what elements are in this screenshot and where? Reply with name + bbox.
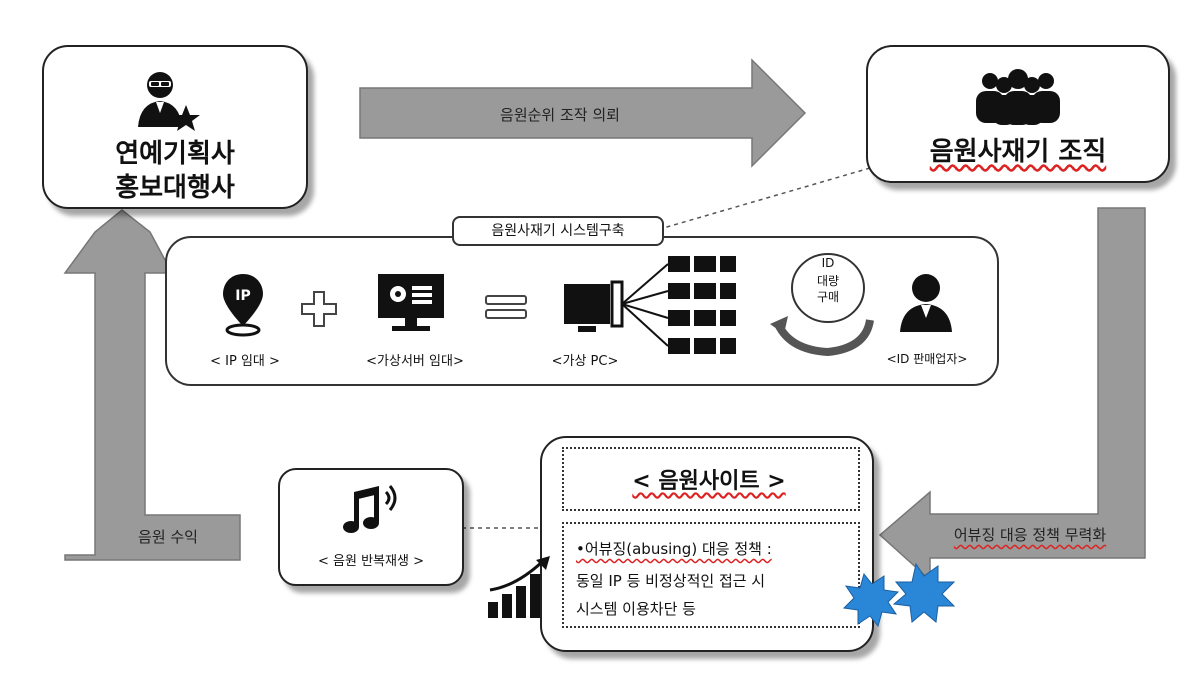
arrow-top-label: 음원순위 조작 의뢰	[500, 106, 620, 124]
server-label: <가상서버 임대>	[366, 354, 464, 369]
virtual-pc-network-icon	[564, 256, 736, 354]
policy-line1-text: •어뷰징(abusing) 대응 정책 :	[576, 540, 772, 558]
site-policy-line2: 동일 IP 등 비정상적인 접근 시	[576, 570, 858, 591]
agency-box: 연예기획사 홍보대행사	[42, 45, 308, 209]
policy-line2-text: 동일 IP 등 비정상적인 접근 시	[576, 572, 766, 590]
site-title: < 음원사이트 >	[562, 463, 856, 495]
group-icon	[976, 69, 1060, 125]
connector-org-system	[659, 167, 871, 230]
id-cycle-line2: 대량	[816, 274, 840, 288]
arrow-request	[359, 58, 807, 168]
rising-bar-chart-icon	[488, 556, 550, 618]
id-cycle-line1: ID	[821, 256, 835, 270]
equals-icon	[485, 295, 527, 319]
id-cycle-icon	[770, 253, 874, 357]
site-policy-line3: 시스템 이용차단 등	[576, 598, 858, 619]
location-pin-icon: IP	[223, 274, 263, 337]
pc-label: <가상 PC>	[551, 354, 619, 369]
arrow-right-label: 어뷰징 대응 정책 무력화	[925, 524, 1135, 545]
agency-line2: 홍보대행사	[115, 173, 235, 203]
seller-person-icon	[900, 274, 952, 332]
seller-label: <ID 판매업자>	[886, 352, 968, 366]
site-title-frame	[562, 447, 860, 511]
playback-label: < 음원 반복재생 >	[318, 554, 424, 569]
site-title-text: < 음원사이트 >	[632, 469, 786, 494]
blue-burst-icon	[842, 562, 956, 628]
server-monitor-icon	[378, 274, 444, 331]
policy-line3-text: 시스템 이용차단 등	[576, 600, 696, 618]
arrow-revenue	[63, 209, 241, 561]
organization-label: 음원사재기 조직	[868, 131, 1168, 168]
plus-icon	[301, 291, 337, 327]
arrow-left-label: 음원 수익	[138, 528, 198, 546]
ip-label: < IP 임대 >	[210, 354, 280, 369]
organization-box: 음원사재기 조직	[866, 45, 1170, 183]
arrow-right-text: 어뷰징 대응 정책 무력화	[953, 526, 1107, 544]
site-policy-line1: •어뷰징(abusing) 대응 정책 :	[576, 538, 858, 559]
system-title: 음원사재기 시스템구축	[491, 223, 625, 239]
system-title-box: 음원사재기 시스템구축	[452, 216, 664, 246]
arrow-neutralize	[878, 207, 1146, 582]
music-note-icon	[343, 485, 397, 533]
site-policy-frame	[562, 522, 860, 628]
agent-icon	[138, 72, 200, 131]
ip-icon-text: IP	[235, 288, 250, 304]
playback-box: < 음원 반복재생 >	[278, 468, 464, 586]
agency-line1: 연예기획사	[115, 139, 235, 169]
organization-text: 음원사재기 조직	[929, 137, 1107, 167]
site-box	[540, 436, 874, 652]
id-cycle-line3: 구매	[816, 290, 840, 304]
